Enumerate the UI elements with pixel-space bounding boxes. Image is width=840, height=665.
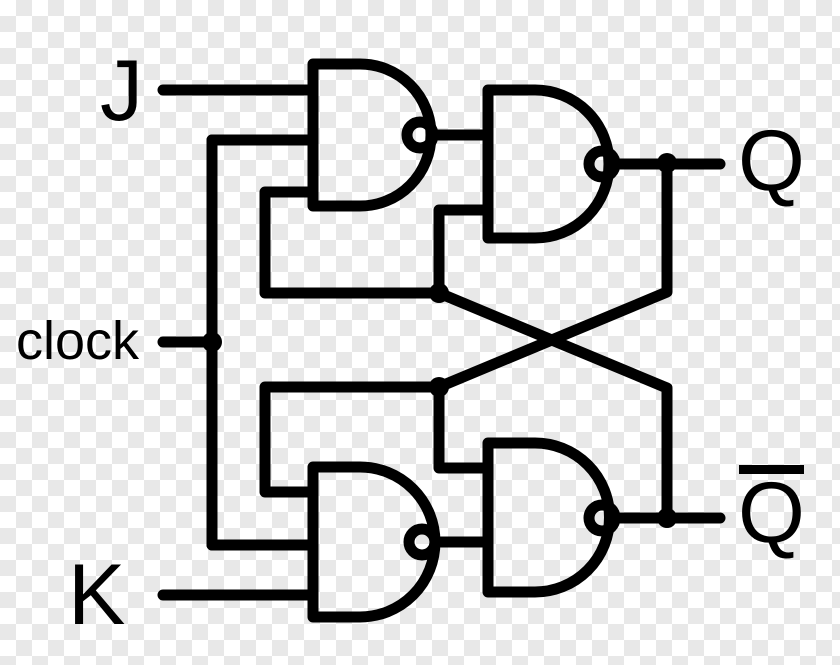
feedback-upper-junction-dot	[429, 283, 449, 303]
label-input-k: K	[68, 547, 126, 643]
qbar-feedback-wire	[259, 186, 673, 524]
nand4-first-input-wire	[433, 381, 494, 474]
q-feedback-wire	[259, 158, 673, 498]
nand-gate-bottom-left-body	[307, 461, 441, 623]
nand-gate-top-left-body	[307, 58, 437, 212]
label-output-qbar: Q	[738, 464, 805, 561]
feedback-lower-junction-dot	[429, 377, 449, 397]
label-output-q: Q	[738, 113, 805, 209]
label-input-j: J	[100, 43, 143, 139]
label-input-clock: clock	[16, 311, 140, 371]
clock-junction-dot	[202, 332, 222, 352]
label-output-qbar-text: Q	[738, 464, 805, 561]
nand2-second-input-wire	[433, 204, 494, 299]
